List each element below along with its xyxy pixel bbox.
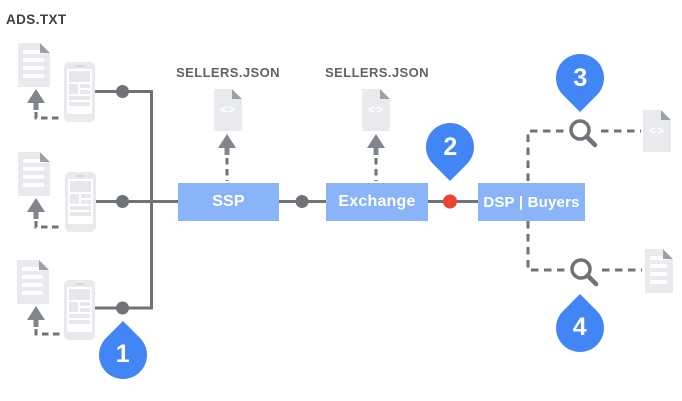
code-brackets-icon: <>: [648, 123, 665, 138]
folded-corner: [40, 43, 50, 53]
dsp-lookup-dashed: [526, 129, 642, 272]
up-arrow-icon: [367, 134, 385, 155]
folded-corner: [40, 152, 50, 162]
phone-icon: [64, 62, 95, 122]
phone-speaker: [75, 283, 84, 285]
phone-screen: [68, 179, 93, 224]
code-brackets-icon: <>: [367, 102, 384, 117]
connector-dot: [116, 195, 129, 208]
phone-speaker: [75, 65, 84, 67]
phone-icon: [65, 172, 96, 232]
dsp-bottom-lookup-dashed: [526, 221, 567, 272]
connector-dot: [116, 301, 129, 315]
code-file-icon: <>: [643, 110, 671, 152]
phone-icon: [64, 280, 95, 340]
folded-corner: [663, 249, 673, 259]
search-icon: [570, 258, 599, 287]
sellers-json-label-ssp: SELLERS.JSON: [176, 65, 280, 80]
ads-txt-file-icon: [18, 152, 50, 196]
red-alert-dot: [443, 194, 457, 209]
folded-corner: [39, 260, 49, 270]
phone-screen: [67, 287, 92, 332]
folded-corner: [661, 110, 671, 120]
step-number: 4: [573, 313, 587, 342]
document-lines: [23, 159, 44, 190]
sellers-json-file-icon: <>: [362, 89, 390, 131]
code-brackets-icon: <>: [219, 102, 236, 117]
up-arrow-icon: [27, 198, 45, 219]
connector-dots: [116, 85, 309, 315]
sellers-json-file-icon: <>: [214, 89, 242, 131]
up-arrow-icon: [218, 134, 236, 155]
up-arrow-icon: [27, 89, 45, 110]
phone1-adstxt-dashed: [34, 112, 61, 120]
step-number: 1: [116, 340, 130, 369]
text-file-icon: [645, 249, 673, 293]
dsp-top-lookup-dashed: [526, 129, 566, 181]
ssp-node: SSP: [178, 183, 279, 221]
phone3-adstxt-dashed: [34, 329, 61, 336]
step-number: 3: [573, 63, 587, 92]
ads-txt-file-icon: [18, 43, 50, 87]
up-arrow-icons: [27, 89, 385, 327]
ads-txt-label: ADS.TXT: [6, 12, 67, 27]
folded-corner: [380, 89, 390, 99]
connector-dot: [116, 85, 129, 98]
connector-dot: [295, 195, 309, 208]
document-lines: [23, 50, 44, 81]
ads-txt-file-icon: [17, 260, 49, 304]
search-icon: [569, 119, 598, 148]
sellers-json-label-exchange: SELLERS.JSON: [325, 65, 429, 80]
phone-screen: [67, 69, 92, 114]
document-lines: [22, 267, 43, 298]
exchange-node: Exchange: [326, 183, 428, 221]
dashed-connectors: [34, 112, 378, 336]
dsp-buyers-node: DSP | Buyers: [478, 183, 585, 221]
step-number: 2: [443, 132, 457, 161]
folded-corner: [232, 89, 242, 99]
document-lines: [650, 256, 667, 287]
phone2-adstxt-dashed: [34, 221, 61, 229]
up-arrow-icon: [27, 306, 45, 327]
phone-speaker: [76, 175, 85, 177]
